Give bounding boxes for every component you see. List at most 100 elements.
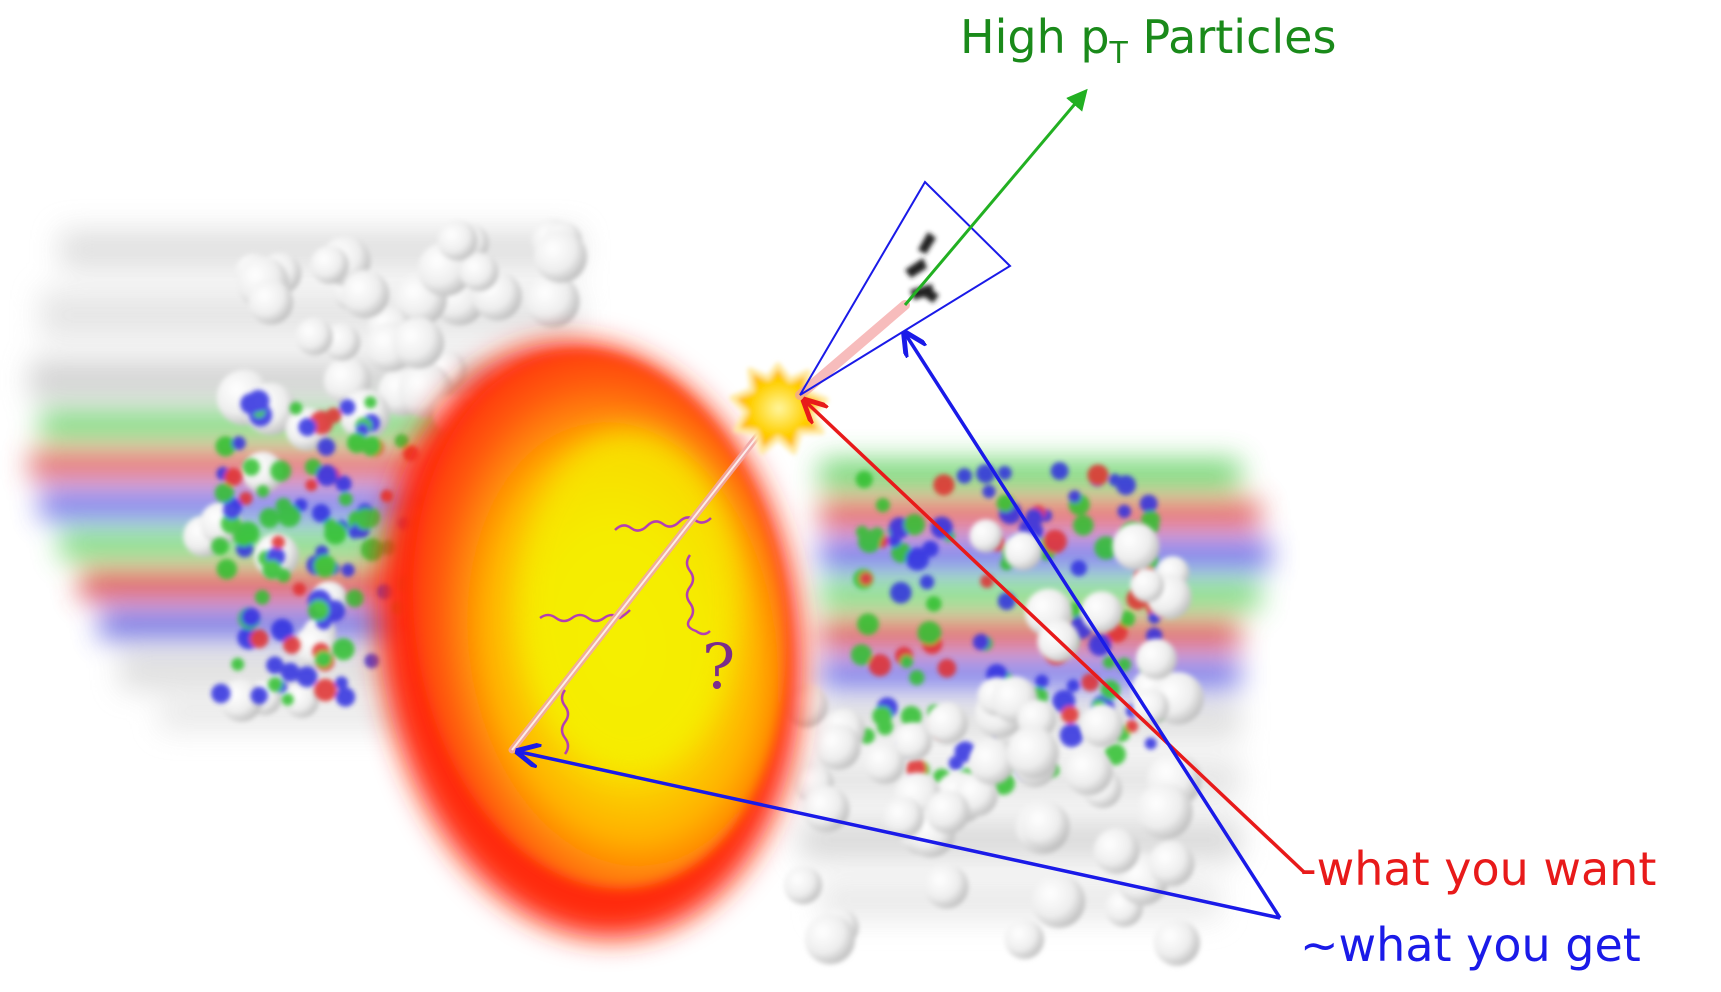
parton-dot <box>271 535 285 549</box>
parton-dot <box>250 687 268 705</box>
parton-dot <box>850 644 873 666</box>
parton-dot <box>270 460 292 482</box>
nucleon-ball <box>341 270 390 319</box>
parton-dot <box>332 638 355 661</box>
parton-dot <box>905 547 930 571</box>
parton-dot <box>926 596 942 612</box>
parton-dot <box>316 464 338 487</box>
parton-dot <box>1118 610 1136 627</box>
parton-dot <box>298 418 317 437</box>
parton-dot <box>890 581 912 604</box>
parton-dot <box>241 607 261 627</box>
parton-dot <box>1081 673 1100 692</box>
parton-dot <box>1088 633 1112 656</box>
parton-dot <box>267 677 283 692</box>
parton-dot <box>305 479 318 492</box>
parton-dot <box>289 401 303 415</box>
parton-dot <box>283 636 301 654</box>
nucleon-ball <box>1064 747 1113 796</box>
nucleon-ball <box>968 739 1015 785</box>
get-arrow-origin <box>520 752 1281 920</box>
high-pt-arrow <box>903 88 1088 306</box>
parton-dot <box>1066 679 1080 692</box>
parton-dot <box>868 654 892 677</box>
nucleon-ball <box>1081 591 1123 633</box>
nucleon-ball <box>1080 704 1124 748</box>
nucleon-ball <box>924 864 969 909</box>
parton-dot <box>240 393 262 415</box>
parton-dot <box>335 475 352 492</box>
parton-dot <box>859 571 873 586</box>
parton-dot <box>1070 560 1087 577</box>
nucleon-ball <box>926 702 968 745</box>
parton-dot <box>341 563 355 577</box>
parton-dot <box>1025 508 1044 527</box>
parton-dot <box>231 657 245 671</box>
parton-dot <box>220 513 242 534</box>
nucleon-ball <box>893 722 932 761</box>
parton-dot <box>1144 737 1157 750</box>
nucleon-ball <box>864 742 906 784</box>
nucleon-ball <box>1004 919 1045 959</box>
parton-dot <box>855 470 873 489</box>
parton-dot <box>335 687 356 707</box>
parton-dot <box>380 489 393 503</box>
parton-dot <box>216 558 237 580</box>
nucleon-ball <box>295 317 333 356</box>
nucleon-ball <box>1031 874 1086 928</box>
parton-dot <box>335 676 348 690</box>
parton-dot <box>972 633 990 651</box>
parton-dot <box>956 468 973 484</box>
nucleon-ball <box>534 230 587 283</box>
parton-dot <box>1141 510 1160 530</box>
parton-dot <box>314 678 337 702</box>
parton-dot <box>903 513 926 536</box>
nucleon-ball <box>783 865 823 905</box>
nucleon-ball <box>1021 801 1070 850</box>
nucleon-ball <box>437 220 478 261</box>
nucleon-ball <box>1148 840 1195 887</box>
parton-dot <box>900 705 922 727</box>
parton-dot <box>933 474 955 496</box>
title-main: High p <box>960 10 1110 64</box>
parton-dot <box>919 574 935 590</box>
left-nucleus-nucleons <box>183 219 587 722</box>
parton-dot <box>857 613 879 636</box>
parton-dot <box>296 666 318 688</box>
parton-dot <box>254 589 270 605</box>
parton-beam-core <box>511 419 771 751</box>
nucleon-ball <box>1093 828 1140 874</box>
nucleon-ball <box>1007 726 1059 779</box>
nucleon-ball <box>1112 523 1160 570</box>
nucleon-ball <box>926 789 970 834</box>
nucleon-ball <box>1136 638 1177 680</box>
parton-dot <box>1094 536 1118 560</box>
parton-dot <box>239 491 253 505</box>
jet-fragment <box>795 300 910 400</box>
nucleon-ball <box>525 273 580 328</box>
parton-dot <box>280 662 300 682</box>
parton-dot <box>271 618 294 642</box>
parton-dot <box>394 434 409 448</box>
nucleon-ball <box>814 724 861 770</box>
parton-dot <box>1035 674 1049 688</box>
parton-dot <box>1087 464 1109 486</box>
parton-dot <box>1050 462 1069 480</box>
parton-dot <box>224 468 243 486</box>
nucleon-ball <box>803 785 850 832</box>
nucleon-ball <box>1132 688 1169 726</box>
parton-dot <box>231 436 246 451</box>
nucleon-ball <box>459 252 499 292</box>
parton-dot <box>214 483 235 503</box>
nucleon-ball <box>248 279 294 325</box>
parton-dot <box>948 755 964 771</box>
parton-dot <box>356 423 369 437</box>
parton-dot <box>364 396 377 409</box>
parton-dot <box>346 589 364 608</box>
parton-dot <box>324 521 347 545</box>
parton-dot <box>875 498 891 513</box>
parton-dot <box>360 538 384 562</box>
parton-dot <box>339 399 356 416</box>
parton-dot <box>308 599 330 621</box>
